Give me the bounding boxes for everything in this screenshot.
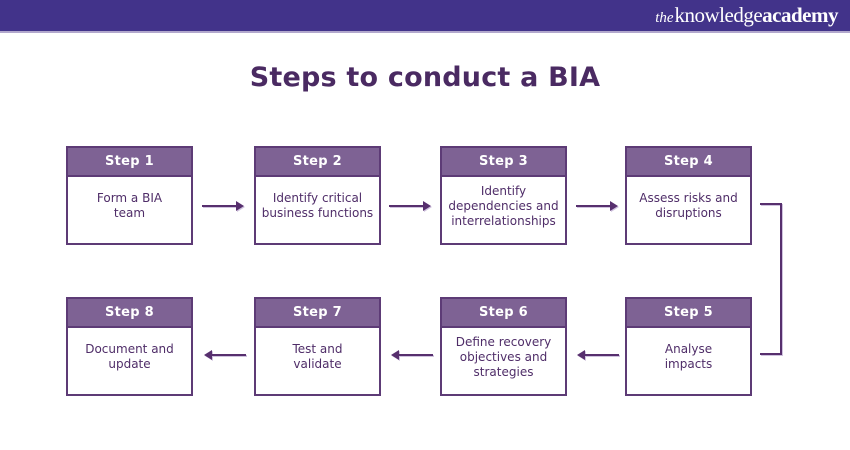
step-8-text: Document and update bbox=[85, 342, 174, 371]
step-3-header: Step 3 bbox=[442, 148, 565, 177]
arrow-shaft bbox=[585, 353, 619, 357]
step-4-header: Step 4 bbox=[627, 148, 750, 177]
logo-academy: academy bbox=[762, 3, 838, 27]
step-box-2: Step 2 Identify critical business functi… bbox=[254, 146, 381, 245]
arrow-head-icon bbox=[423, 201, 431, 211]
arrow-shaft bbox=[399, 353, 433, 357]
arrow-head-icon bbox=[204, 350, 212, 360]
step-box-5: Step 5 Analyse impacts bbox=[625, 297, 752, 396]
step-2-text: Identify critical business functions bbox=[261, 191, 374, 220]
step-box-8: Step 8 Document and update bbox=[66, 297, 193, 396]
step-8-header: Step 8 bbox=[68, 299, 191, 328]
arrow-step2-to-step3 bbox=[389, 200, 431, 212]
step-box-7: Step 7 Test and validate bbox=[254, 297, 381, 396]
arrow-step6-to-step7 bbox=[391, 349, 433, 361]
step-5-text: Analyse impacts bbox=[664, 342, 713, 371]
connector-step4-to-step5 bbox=[760, 203, 782, 355]
logo-the: the bbox=[655, 10, 674, 26]
arrow-head-icon bbox=[391, 350, 399, 360]
arrow-head-icon bbox=[610, 201, 618, 211]
arrow-shaft bbox=[202, 204, 236, 208]
step-6-text: Define recovery objectives and strategie… bbox=[455, 334, 552, 379]
step-1-header: Step 1 bbox=[68, 148, 191, 177]
arrow-head-icon bbox=[236, 201, 244, 211]
step-1-text: Form a BIA team bbox=[96, 191, 163, 220]
step-box-6: Step 6 Define recovery objectives and st… bbox=[440, 297, 567, 396]
arrow-head-icon bbox=[577, 350, 585, 360]
step-4-text: Assess risks and disruptions bbox=[639, 191, 738, 220]
step-2-header: Step 2 bbox=[256, 148, 379, 177]
arrow-shaft bbox=[389, 204, 423, 208]
step-box-3: Step 3 Identify dependencies and interre… bbox=[440, 146, 567, 245]
page-title: Steps to conduct a BIA bbox=[249, 62, 601, 93]
step-3-text: Identify dependencies and interrelations… bbox=[448, 183, 559, 228]
step-7-text: Test and validate bbox=[292, 342, 343, 371]
step-box-4: Step 4 Assess risks and disruptions bbox=[625, 146, 752, 245]
arrow-shaft bbox=[212, 353, 246, 357]
step-7-header: Step 7 bbox=[256, 299, 379, 328]
arrow-shaft bbox=[576, 204, 610, 208]
arrow-step3-to-step4 bbox=[576, 200, 618, 212]
step-5-header: Step 5 bbox=[627, 299, 750, 328]
step-box-1: Step 1 Form a BIA team bbox=[66, 146, 193, 245]
logo-knowledge: knowledge bbox=[674, 3, 763, 27]
step-6-header: Step 6 bbox=[442, 299, 565, 328]
arrow-step5-to-step6 bbox=[577, 349, 619, 361]
arrow-step7-to-step8 bbox=[204, 349, 246, 361]
arrow-step1-to-step2 bbox=[202, 200, 244, 212]
